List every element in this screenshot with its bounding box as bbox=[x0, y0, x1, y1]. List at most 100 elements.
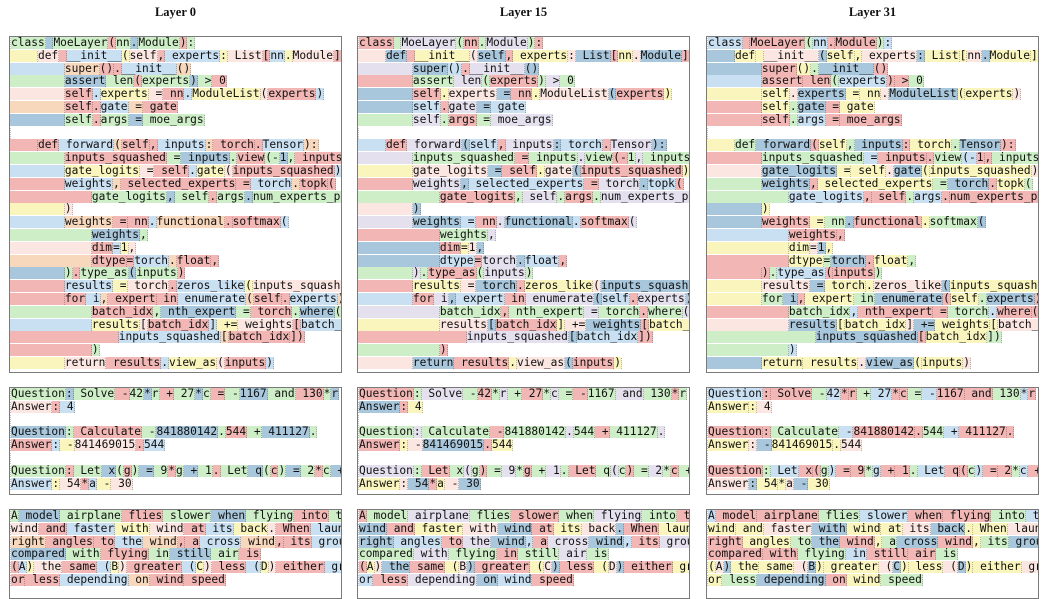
token: ) bbox=[816, 561, 824, 574]
token: - bbox=[922, 388, 937, 400]
token: ) bbox=[91, 344, 100, 357]
token: . bbox=[602, 139, 611, 152]
token: A bbox=[11, 510, 19, 522]
token: . bbox=[496, 216, 505, 229]
token: = bbox=[476, 113, 492, 126]
token: ( bbox=[262, 464, 271, 477]
token: . bbox=[537, 164, 545, 177]
token: into bbox=[294, 510, 329, 522]
token: = bbox=[236, 177, 251, 190]
token: B bbox=[111, 561, 120, 574]
token: 30 bbox=[111, 477, 133, 490]
text-line: gate_logits, self.args.num_experts_pe bbox=[10, 190, 341, 204]
token: , bbox=[836, 228, 845, 241]
token: Module bbox=[138, 37, 180, 49]
token: ( bbox=[943, 292, 951, 305]
text-line: (A) the same (B) greater (C) less (D) ei… bbox=[707, 561, 1038, 574]
text-line: A model airplane flies slower when flyin… bbox=[10, 510, 341, 523]
token: a bbox=[533, 535, 548, 548]
token: ) bbox=[412, 267, 421, 280]
indent-token bbox=[707, 62, 762, 75]
token: ( bbox=[957, 88, 966, 101]
token: A bbox=[715, 561, 724, 574]
text-line: super().__init__() bbox=[707, 62, 1038, 76]
text-line: Answer: 4 bbox=[707, 400, 1038, 414]
token: nn bbox=[860, 88, 882, 101]
token: moe_args bbox=[143, 113, 205, 126]
token: = bbox=[210, 388, 226, 400]
token: 42 bbox=[129, 388, 145, 400]
token: . bbox=[981, 49, 990, 62]
text-line: for i, expert in enumerate(self.experts)… bbox=[10, 292, 341, 306]
token: results bbox=[454, 356, 510, 369]
token: . bbox=[245, 190, 253, 203]
token: . bbox=[168, 254, 177, 267]
token: into bbox=[991, 510, 1026, 522]
text-line: return results.view_as(inputs) bbox=[707, 356, 1038, 370]
token: = bbox=[836, 464, 851, 477]
token: . bbox=[224, 216, 233, 229]
token: c bbox=[202, 388, 211, 400]
token: ( bbox=[942, 280, 950, 293]
token: . bbox=[509, 356, 517, 369]
token: ) bbox=[788, 344, 797, 357]
token: , bbox=[448, 292, 457, 305]
token: Answer bbox=[708, 477, 750, 490]
token: 2 bbox=[300, 464, 316, 477]
token: * bbox=[1012, 464, 1020, 477]
text-line: Answer: 54*a - 30 bbox=[358, 477, 689, 491]
token: . bbox=[881, 88, 890, 101]
token: flying bbox=[246, 510, 295, 522]
token: . bbox=[284, 49, 293, 62]
token: functional bbox=[504, 216, 573, 229]
text-line: class MoeLayer(nn.Module): bbox=[707, 37, 1038, 50]
token: ): bbox=[1001, 139, 1016, 152]
token: experts bbox=[616, 88, 665, 101]
token: self bbox=[851, 164, 887, 177]
token: ): bbox=[652, 139, 667, 152]
token: or bbox=[359, 573, 374, 586]
token: self bbox=[818, 139, 847, 152]
token: = bbox=[863, 152, 879, 165]
token: greater bbox=[126, 561, 182, 574]
token: torch bbox=[134, 254, 169, 267]
text-line: self.gate = gate bbox=[707, 100, 1038, 114]
token: self bbox=[522, 190, 558, 203]
token: , bbox=[113, 177, 121, 190]
token: ground bbox=[659, 535, 689, 548]
token: : bbox=[535, 37, 544, 49]
token: __init__ bbox=[469, 62, 525, 75]
token: ], bbox=[1031, 49, 1038, 62]
token: inputs bbox=[992, 152, 1038, 165]
token: . bbox=[218, 426, 226, 439]
token: = bbox=[584, 177, 599, 190]
token: Let bbox=[917, 464, 946, 477]
token: batch_id bbox=[300, 318, 341, 331]
token: 544 bbox=[573, 426, 596, 439]
token: ( bbox=[565, 356, 573, 369]
code-panel: class MoeLayer(nn.Module): def __init__(… bbox=[706, 36, 1039, 373]
token: speed bbox=[881, 573, 923, 586]
token: = bbox=[810, 241, 818, 254]
token: its bbox=[205, 522, 234, 535]
indent-token bbox=[10, 49, 38, 62]
text-line bbox=[10, 451, 341, 465]
text-line: def forward(self, inputs: torch.Tensor): bbox=[358, 139, 689, 152]
token: assert bbox=[761, 75, 804, 88]
token: ( bbox=[116, 464, 124, 477]
token: = bbox=[128, 100, 144, 113]
indent-token bbox=[10, 190, 92, 203]
text-line: or less depending on wind speed bbox=[358, 573, 689, 587]
token: 1167 bbox=[587, 388, 616, 400]
text-line bbox=[10, 126, 341, 140]
token: 0 bbox=[560, 75, 575, 88]
token: results bbox=[439, 318, 488, 331]
token bbox=[393, 37, 402, 49]
token: inputs bbox=[878, 152, 927, 165]
token: args bbox=[448, 113, 477, 126]
token: . bbox=[769, 267, 778, 280]
token: less bbox=[559, 561, 595, 574]
token: B bbox=[459, 561, 468, 574]
token: 1 bbox=[279, 152, 288, 165]
token: compared bbox=[708, 548, 763, 561]
